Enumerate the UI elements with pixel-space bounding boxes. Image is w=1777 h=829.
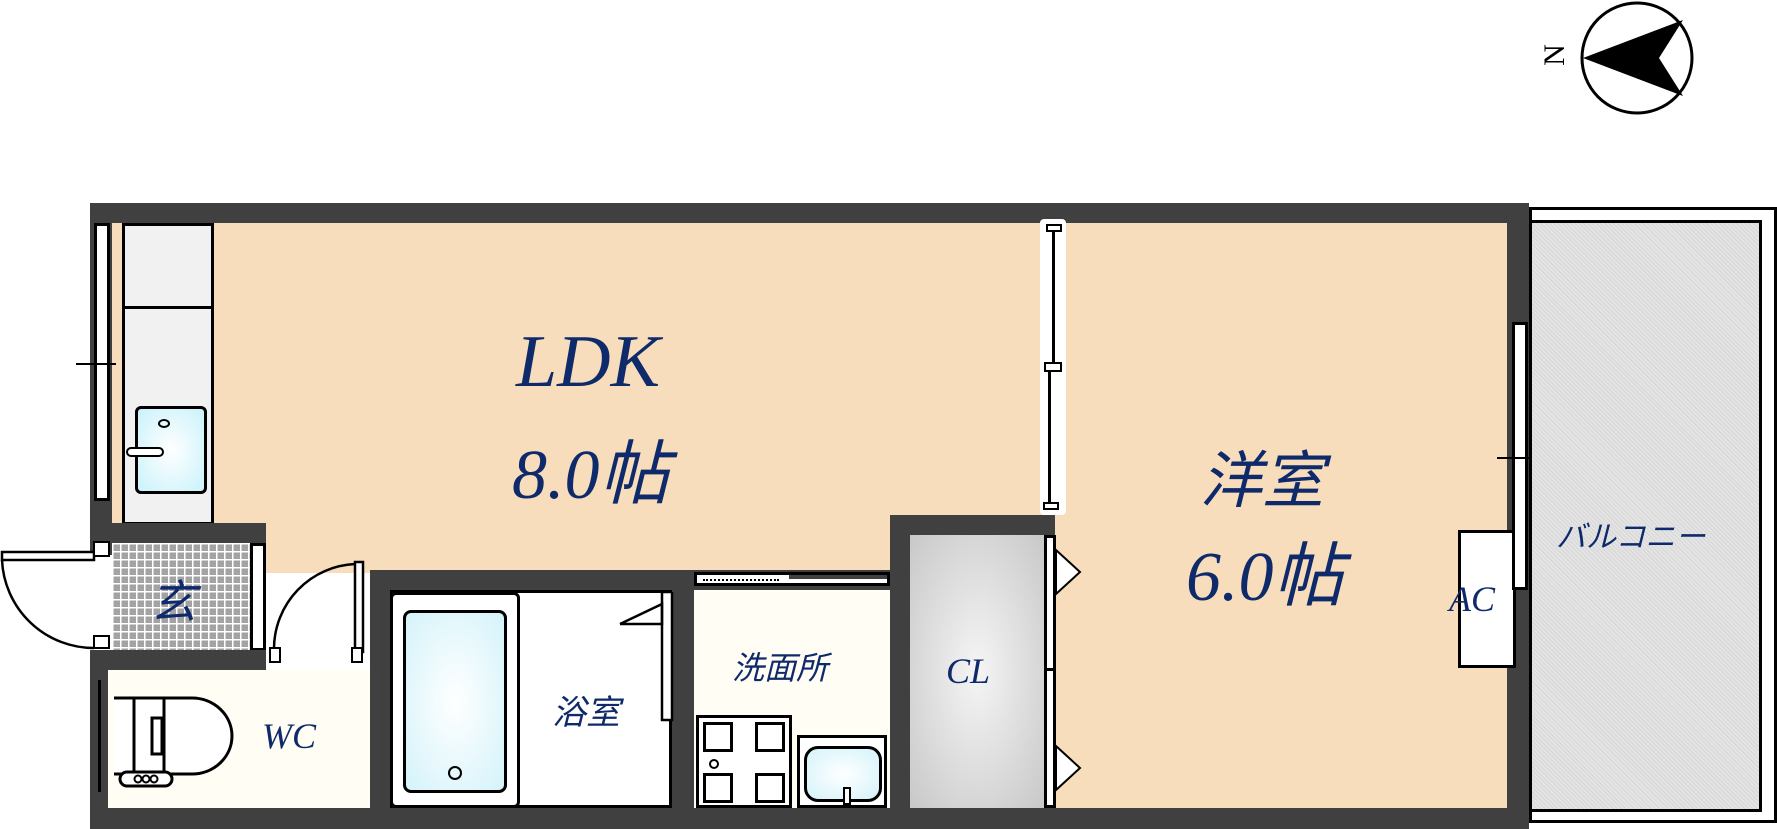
bathtub [390,592,520,808]
room-western [1052,223,1507,808]
kitchen-window [94,223,110,501]
kitchen-sink [126,406,207,494]
toilet-icon [114,696,234,788]
closet-wall [890,515,910,829]
entrance-wall-bottom [90,650,266,670]
washing-machine-pan [696,715,792,808]
ldk-label[interactable]: LDK [516,321,660,403]
front-door[interactable] [0,540,115,650]
entrance-wall-top [90,523,266,543]
wash-basin [797,735,887,808]
bath-door[interactable] [618,592,678,722]
room-ldk [112,223,1052,573]
entrance-label[interactable]: 玄 [150,575,196,629]
balcony-label[interactable]: バルコニー [1556,520,1706,555]
ac-label[interactable]: AC [1449,579,1496,619]
outer-wall-top [90,203,1526,223]
entrance-floor [112,543,252,651]
ldk-size: 8.0帖 [512,437,670,514]
wc-door[interactable] [266,560,378,670]
room-closet [910,535,1044,808]
western-label[interactable]: 洋室 [1200,444,1325,517]
balcony-window[interactable] [1512,322,1528,590]
western-size: 6.0帖 [1186,539,1344,616]
shoe-cabinet [250,543,266,651]
closet-doors[interactable] [1044,535,1056,808]
kitchen-counter [122,223,214,525]
compass-north-label: N [1537,44,1571,66]
washroom-shelf [694,572,890,586]
washroom-label[interactable]: 洗面所 [732,649,829,687]
balcony [1529,207,1777,823]
compass: N [1530,0,1710,120]
north-arrow-icon [1580,1,1694,115]
sliding-partition[interactable] [1040,219,1066,515]
bath-label[interactable]: 浴室 [552,693,620,733]
wc-label[interactable]: WC [262,716,316,756]
outer-wall-bottom [90,808,1526,829]
closet-door-arrows [1056,548,1082,792]
bath-wall [370,570,390,829]
ac-unit [1458,530,1516,668]
closet-label[interactable]: CL [946,651,991,691]
